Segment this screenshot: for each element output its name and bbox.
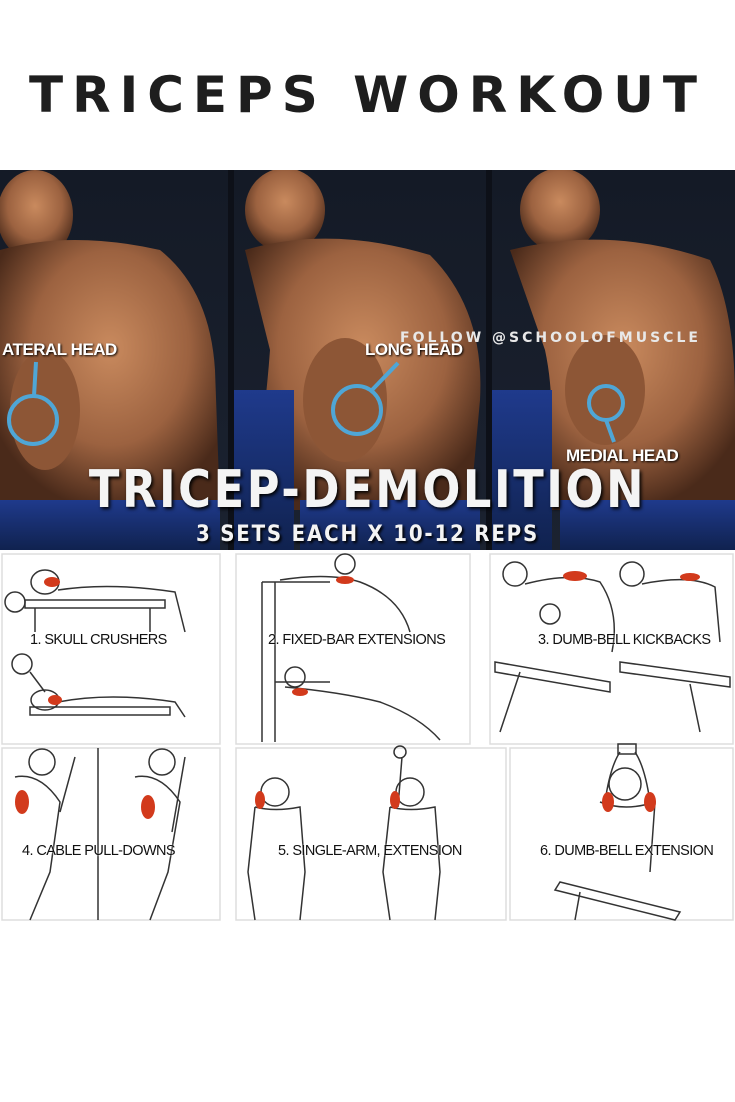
long-head-ring <box>331 384 383 436</box>
exercise-label-4: 4. CABLE PULL-DOWNS <box>22 843 176 859</box>
single-arm-extension-illustration <box>247 745 441 921</box>
banner-subtitle: 3 SETS EACH X 10-12 REPS <box>195 522 540 547</box>
long-head-label: LONG HEAD <box>365 340 463 359</box>
banner-illustration <box>0 170 735 550</box>
skull-crushers-illustration <box>4 569 186 718</box>
exercise-label-5: 5. SINGLE-ARM, EXTENSION <box>278 843 462 859</box>
page-title: TRICEPS WORKOUT <box>29 66 706 124</box>
exercise-label-1: 1. SKULL CRUSHERS <box>30 632 167 648</box>
exercise-label-6: 6. DUMB-BELL EXTENSION <box>540 843 714 859</box>
medial-head-label: MEDIAL HEAD <box>566 446 679 465</box>
banner-title: TRICEP-DEMOLITION <box>88 460 647 520</box>
exercise-label-3: 3. DUMB-BELL KICKBACKS <box>538 632 711 648</box>
lateral-head-ring <box>7 394 59 446</box>
bodybuilder-figure-1 <box>0 170 220 550</box>
exercise-illustrations <box>1 553 734 921</box>
cable-pulldowns-illustration <box>14 748 186 921</box>
bodybuilder-figure-2 <box>234 170 481 550</box>
dumbbell-extension-illustration <box>553 743 682 921</box>
fixed-bar-extensions-illustration <box>261 553 441 742</box>
lateral-head-label: ATERAL HEAD <box>2 340 117 359</box>
exercise-label-2: 2. FIXED-BAR EXTENSIONS <box>268 632 446 648</box>
exercise-grid: 1. SKULL CRUSHERS 2. FIXED-BAR EXTENSION… <box>0 552 735 922</box>
bodybuilder-figure-3 <box>492 170 735 550</box>
watermark: FOLLOW @SCHOOLOFMUSCLE <box>400 330 701 346</box>
banner-photo: FOLLOW @SCHOOLOFMUSCLE ATERAL HEAD LONG … <box>0 170 735 550</box>
